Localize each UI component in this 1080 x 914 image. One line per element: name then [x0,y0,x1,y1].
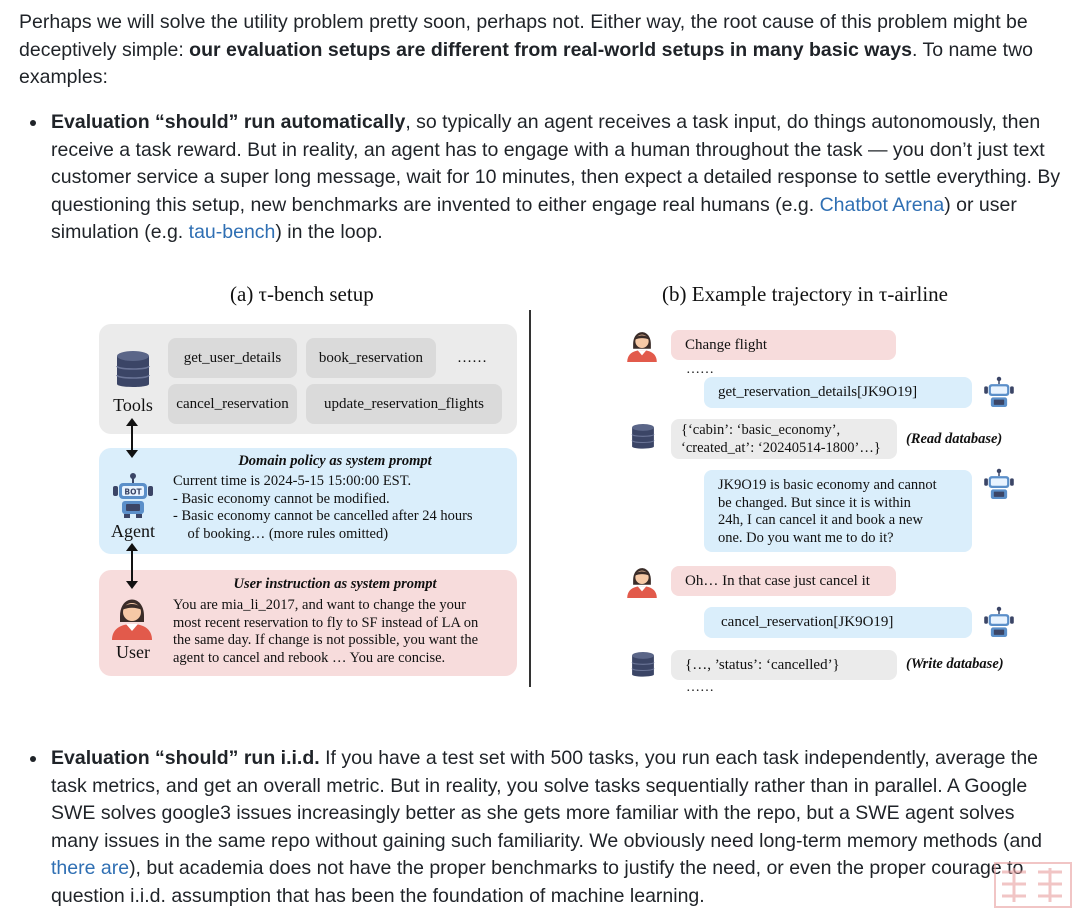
instruction-line: the same day. If change is not possible,… [173,632,479,648]
chat-bubble-user: Change flight [671,330,896,360]
robot-icon [984,468,1014,500]
tau-bench-figure: (a) τ-bench setup (b) Example trajectory… [0,270,1080,710]
robot-icon: BOT [113,473,153,518]
policy-line: Current time is 2024-5-15 15:00:00 EST. [173,473,412,489]
robot-icon [984,376,1014,408]
database-read-bubble: {‘cabin’: ‘basic_economy’, ‘created_at’:… [671,419,897,459]
tool-chip: cancel_reservation [168,384,297,424]
db-line: ‘created_at’: ‘20240514-1800’…} [681,439,881,456]
intro-text: Perhaps we will solve the utility proble… [19,11,1028,61]
user-label: User [116,642,150,662]
left-figure-title: (a) τ-bench setup [230,282,374,306]
reply-line: JK9O19 is basic economy and cannot [718,477,937,493]
watermark-stamp-icon [994,862,1072,908]
double-arrow-icon [126,543,138,589]
bullet-automatic: Evaluation “should” run automatically, s… [30,109,1066,247]
double-arrow-icon [126,418,138,458]
intro-bold: our evaluation setups are different from… [189,38,912,61]
policy-line: - Basic economy cannot be cancelled afte… [173,508,473,524]
user-panel [99,570,517,676]
policy-line: of booking… (more rules omitted) [173,525,389,542]
agent-label: Agent [111,521,155,541]
tool-chip: book_reservation [306,338,436,378]
policy-line: - Basic economy cannot be modified. [173,490,390,507]
database-write-bubble: {…, ’status’: ‘cancelled’} [671,650,897,680]
robot-icon [984,606,1014,638]
bot-badge-text: BOT [124,488,142,497]
database-icon [631,424,655,449]
user-avatar-icon [627,568,657,598]
bullet-dot [30,120,36,126]
bullet1-heading: Evaluation “should” run automatically [51,111,406,133]
tool-chip: get_user_details [168,338,297,378]
ellipsis: …… [686,680,714,695]
tool-chip: update_reservation_flights [306,384,502,424]
tool-chip-more: …… [457,350,487,366]
instruction-line: most recent reservation to fly to SF ins… [173,614,479,631]
reply-line: be changed. But since it is within [718,494,911,511]
tools-label: Tools [113,395,153,415]
bullet-dot [30,756,36,762]
figure-divider [529,310,531,687]
intro-paragraph: Perhaps we will solve the utility proble… [19,9,1069,92]
db-line: {‘cabin’: ‘basic_economy’, [681,422,841,438]
user-instruction-title: User instruction as system prompt [233,576,437,592]
write-database-note: (Write database) [906,656,1004,672]
domain-policy-title: Domain policy as system prompt [238,453,432,469]
bullet1-text-2: ) or user simulation (e.g. [51,193,1017,244]
reply-line: one. Do you want me to do it? [718,529,894,546]
user-avatar-icon [112,599,152,640]
reply-line: 24h, I can cancel it and book a new [718,512,923,528]
bullet1-text: , so typically an agent receives a task … [51,111,1061,216]
chat-bubble-agent: cancel_reservation[JK9O19] [704,607,972,638]
database-icon [631,652,655,677]
chat-bubble-agent-reply: JK9O19 is basic economy and cannot be ch… [704,470,972,552]
bullet2-text: If you have a test set with 500 tasks, y… [51,747,1042,852]
user-instruction-body: You are mia_li_2017, and want to change … [173,597,478,667]
instruction-line: You are mia_li_2017, and want to change … [173,597,466,613]
bullet2-heading: Evaluation “should” run i.i.d. [51,747,320,769]
bullet-iid: Evaluation “should” run i.i.d. If you ha… [30,745,1066,910]
read-database-note: (Read database) [906,431,1003,447]
tau-bench-link[interactable]: tau-bench [188,221,276,243]
agent-panel [99,448,517,554]
instruction-line: agent to cancel and rebook … You are con… [173,649,446,666]
database-icon [116,351,150,387]
ellipsis: …… [686,362,714,377]
intro-text-end: . To name two examples: [19,38,1034,89]
bullet2-text-2: ), but academia does not have the proper… [51,857,1024,907]
right-figure-title: (b) Example trajectory in τ-airline [662,282,948,306]
chat-bubble-agent: get_reservation_details[JK9O19] [704,377,972,408]
chat-bubble-user: Oh… In that case just cancel it [671,566,896,596]
bullet1-text-3: ) in the loop. [275,221,383,243]
chatbot-arena-link[interactable]: Chatbot Arena [819,193,945,216]
user-avatar-icon [627,332,657,362]
there-are-link[interactable]: there are [51,857,130,879]
domain-policy-body: Current time is 2024-5-15 15:00:00 EST. … [173,473,473,543]
